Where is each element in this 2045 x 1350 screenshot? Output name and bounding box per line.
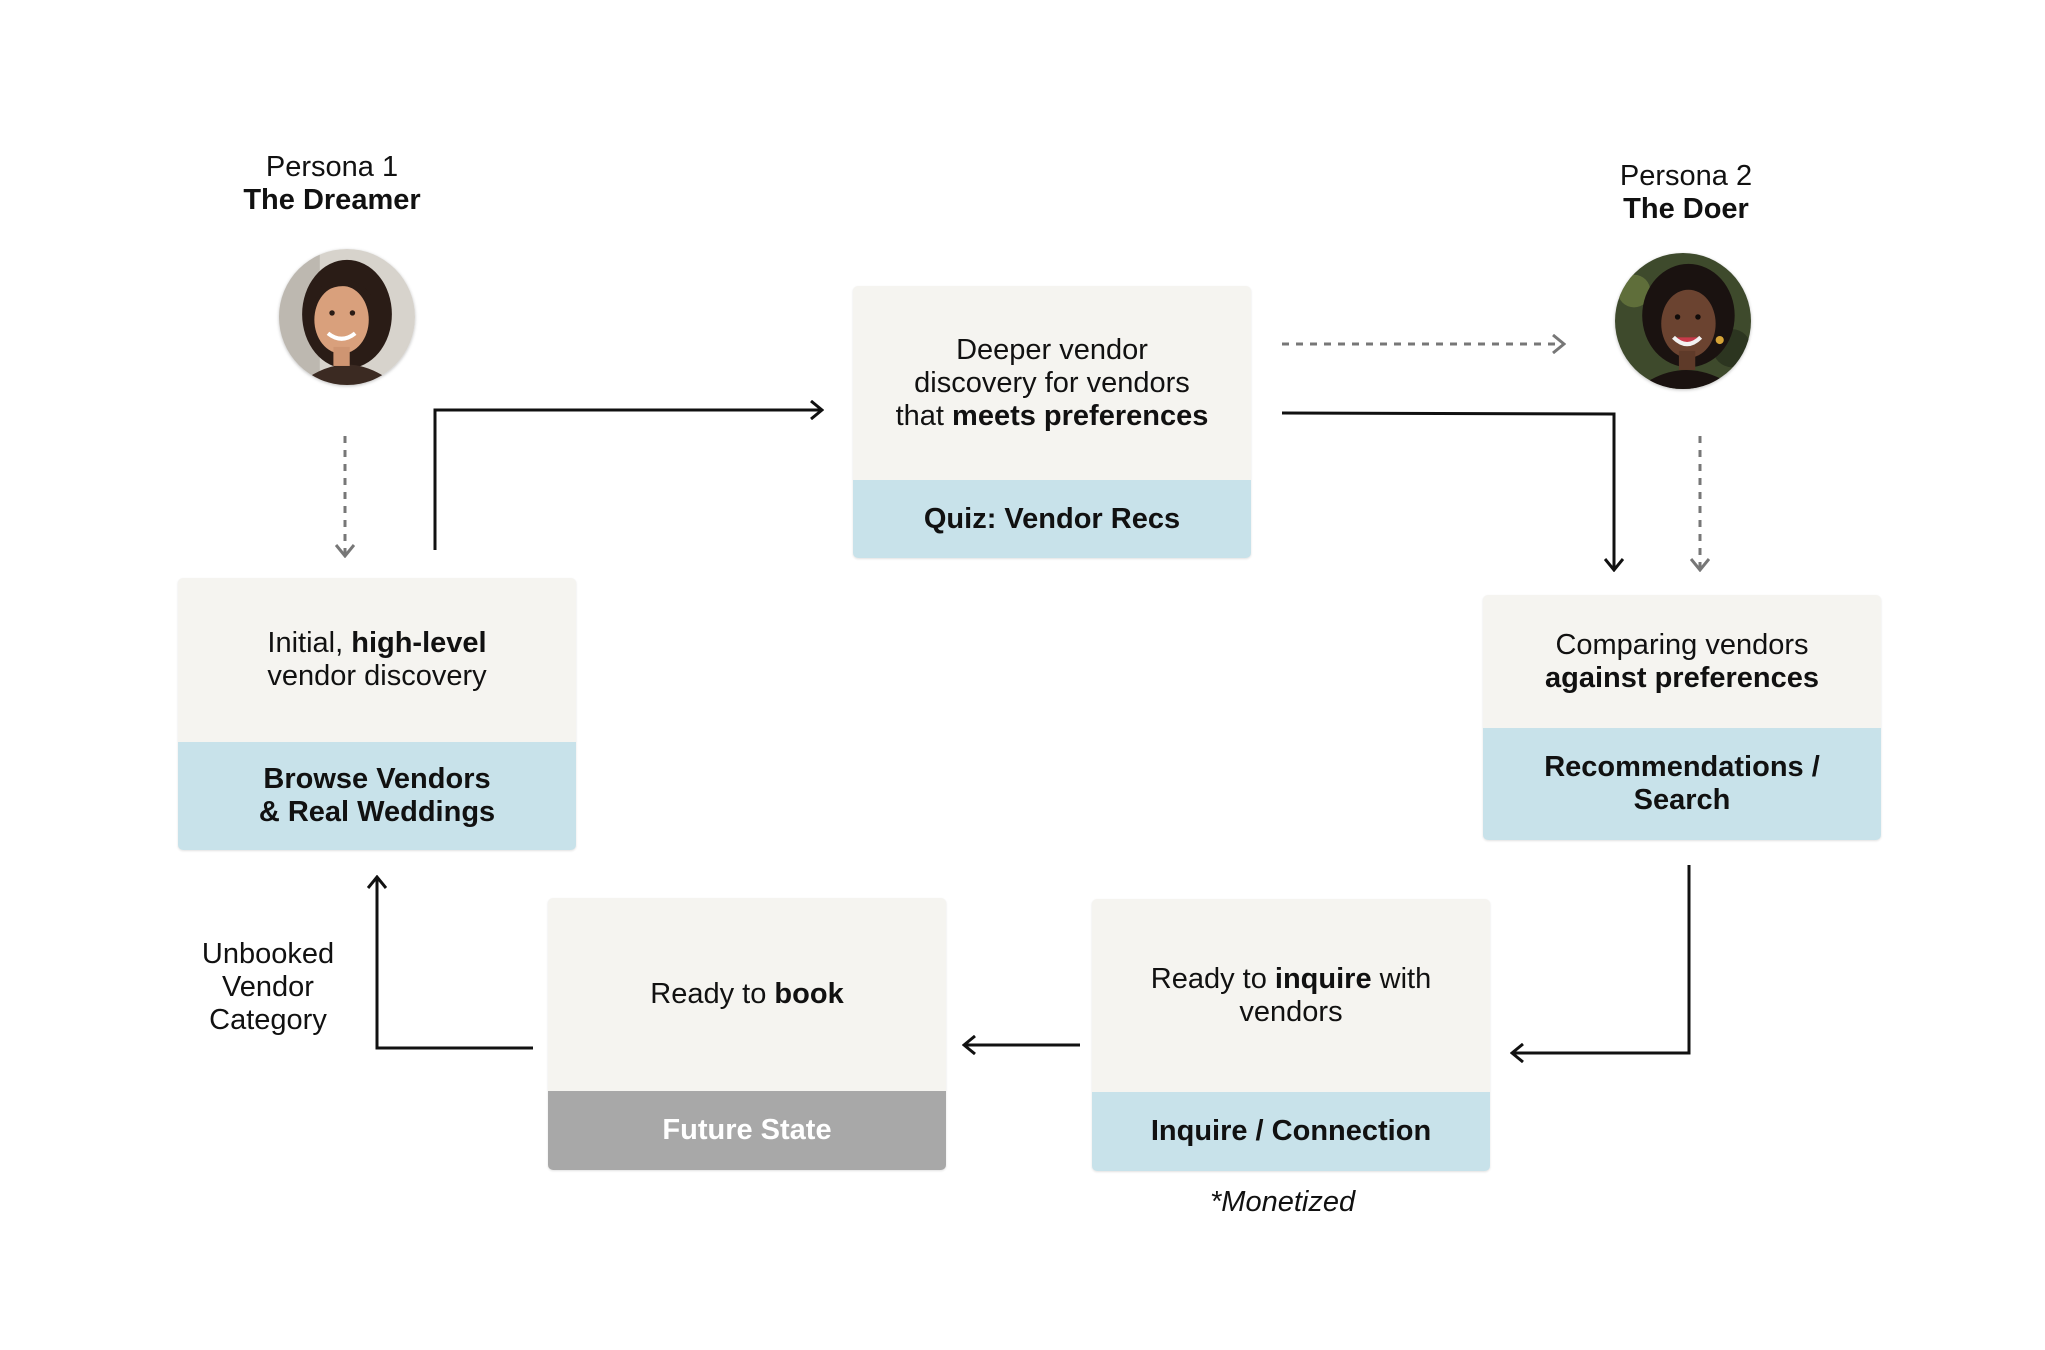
persona-1-number: Persona 1: [265, 151, 399, 183]
inquire-desc-bold: inquire: [1274, 962, 1372, 995]
card-inquire-label: Inquire / Connection: [1092, 1092, 1490, 1171]
quiz-desc-text-3: that: [895, 399, 953, 432]
card-browse-vendors-description: Initial, high-level vendor discovery: [178, 578, 576, 742]
quiz-desc-line-1: Deeper vendor: [956, 333, 1148, 366]
arrow-quiz-to-comparing: [1281, 411, 1614, 570]
inquire-desc-line-2: vendors: [1239, 995, 1343, 1028]
persona-1-avatar: [279, 249, 415, 385]
card-future-state: Ready to book Future State: [548, 898, 946, 1170]
card-quiz-description: Deeper vendor discovery for vendors that…: [853, 286, 1251, 480]
card-book-description: Ready to book: [548, 898, 946, 1091]
persona-1-name: The Dreamer: [243, 184, 421, 216]
card-inquire-connection: Ready to inquire with vendors Inquire / …: [1092, 899, 1490, 1171]
browse-label-line-2: & Real Weddings: [258, 796, 496, 828]
monetized-note: *Monetized: [1210, 1186, 1356, 1218]
persona-1-portrait-icon: [279, 249, 415, 385]
card-quiz-label: Quiz: Vendor Recs: [853, 480, 1251, 558]
card-quiz-vendor-recs: Deeper vendor discovery for vendors that…: [853, 286, 1251, 558]
card-browse-vendors-label: Browse Vendors & Real Weddings: [178, 742, 576, 850]
compare-desc-line-1: Comparing vendors: [1555, 628, 1809, 661]
persona-2-avatar: [1615, 253, 1751, 389]
card-recommendations-label: Recommendations / Search: [1483, 728, 1881, 840]
recommend-label-line-2: Search: [1633, 784, 1731, 816]
compare-desc-bold: against preferences: [1544, 661, 1819, 694]
side-label-line-2: Vendor: [222, 971, 314, 1003]
book-desc-text: Ready to: [650, 978, 775, 1010]
quiz-desc-bold: meets preferences: [952, 399, 1209, 432]
persona-2-label: Persona 2 The Doer: [1536, 160, 1836, 226]
browse-desc-bold: high-level: [351, 627, 487, 659]
browse-desc-text-2: vendor discovery: [267, 660, 487, 692]
persona-2-number: Persona 2: [1619, 160, 1753, 192]
card-recommendations-description: Comparing vendors against preferences: [1483, 595, 1881, 728]
side-label-line-1: Unbooked: [201, 938, 335, 970]
browse-desc-text-1: Initial,: [267, 627, 352, 659]
persona-1-label: Persona 1 The Dreamer: [182, 151, 482, 217]
arrow-book-to-initial: [377, 877, 533, 1050]
arrow-initial-to-quiz: [433, 410, 822, 550]
browse-label-line-1: Browse Vendors: [263, 763, 491, 795]
unbooked-vendor-category-label: Unbooked Vendor Category: [178, 938, 358, 1037]
book-desc-bold: book: [774, 978, 844, 1010]
card-browse-vendors: Initial, high-level vendor discovery Bro…: [178, 578, 576, 850]
recommend-label-line-1: Recommendations /: [1544, 751, 1820, 783]
quiz-desc-line-2: discovery for vendors: [914, 366, 1190, 399]
inquire-desc-text-2: with: [1371, 962, 1432, 995]
card-recommendations-search: Comparing vendors against preferences Re…: [1483, 595, 1881, 840]
persona-2-name: The Doer: [1623, 193, 1749, 225]
card-inquire-description: Ready to inquire with vendors: [1092, 899, 1490, 1092]
card-future-state-label: Future State: [548, 1091, 946, 1170]
arrow-comparing-to-inquire: [1512, 865, 1691, 1053]
inquire-desc-text-1: Ready to: [1150, 962, 1275, 995]
side-label-line-3: Category: [209, 1004, 327, 1036]
persona-2-portrait-icon: [1615, 253, 1751, 389]
